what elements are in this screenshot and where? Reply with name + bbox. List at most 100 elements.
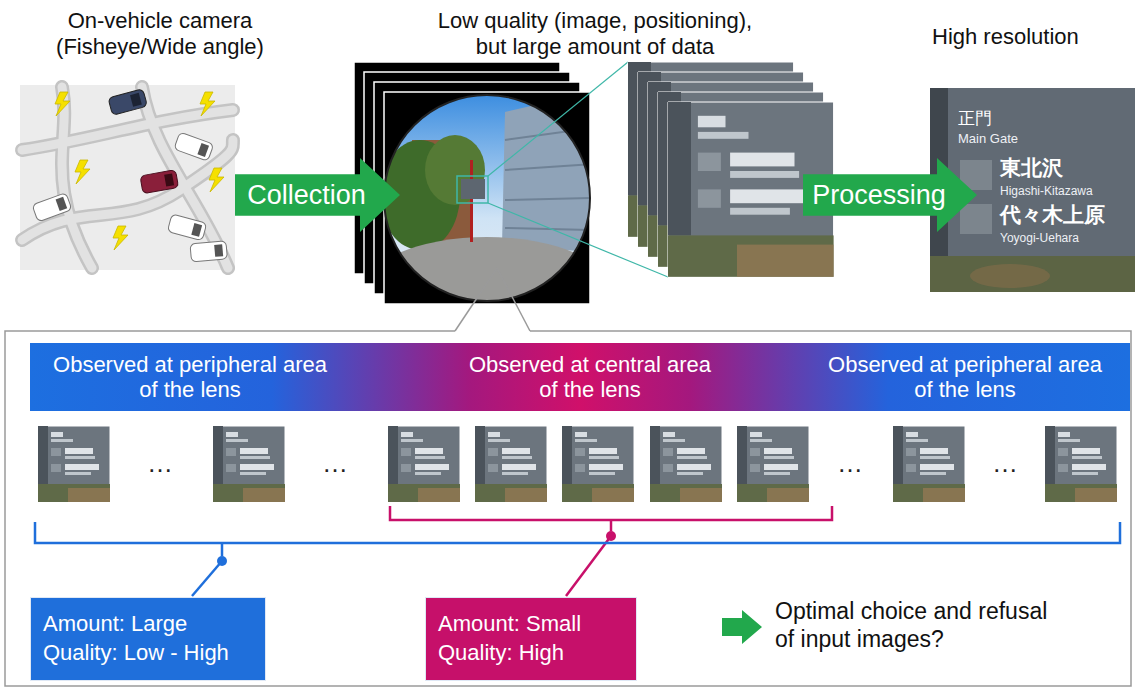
fisheye-image-stack — [461, 179, 485, 199]
high-resolution-sign — [930, 256, 1135, 292]
arrow-shape — [235, 158, 400, 232]
car-symbol — [32, 193, 72, 222]
fisheye-image-stack — [457, 176, 488, 203]
ellipsis: … — [322, 448, 348, 478]
signal-bolt — [75, 160, 90, 184]
road-map-illustration — [22, 87, 233, 268]
observed-thumbnails — [562, 426, 634, 502]
data-caption: Low quality (image, positioning), but la… — [438, 8, 752, 59]
car-symbol — [214, 244, 223, 257]
arrow-text: Processing — [812, 182, 946, 209]
road-map-illustration — [22, 87, 233, 268]
car-symbol — [167, 214, 206, 241]
car-symbol — [191, 223, 202, 237]
data-caption-holder: Low quality (image, positioning), but la… — [425, 8, 765, 61]
car-symbol — [108, 89, 147, 116]
box-text: Amount: Small — [438, 610, 581, 639]
observed-thumbnails — [38, 426, 1117, 502]
observed-thumbnails — [38, 426, 110, 502]
car-symbol — [164, 173, 174, 186]
fisheye-image-stack — [502, 92, 592, 252]
large-set-box: Amount: LargeQuality: Low - High — [30, 597, 266, 681]
all-bracket — [217, 556, 227, 566]
camera-caption: On-vehicle camera (Fisheye/Wide angle) — [56, 8, 264, 59]
arrow-text-holder: Processing — [803, 158, 955, 232]
fisheye-image-stack — [505, 198, 592, 200]
band-cell: Observed at peripheral area of the lens — [50, 343, 330, 411]
observed-thumbnails — [893, 426, 965, 502]
car-symbol — [130, 93, 142, 107]
fisheye-image-stack — [505, 128, 592, 230]
car-symbol — [108, 89, 147, 116]
central-bracket — [566, 536, 611, 596]
road-map-illustration — [62, 87, 92, 268]
car-symbol — [32, 193, 72, 222]
observed-thumbnails — [650, 426, 722, 502]
callout-panel — [5, 331, 1131, 686]
high-resolution-sign — [970, 264, 1050, 288]
fisheye-image-stack — [505, 164, 592, 170]
signal-bolt — [113, 226, 128, 250]
car-symbol — [190, 241, 227, 262]
question-note: Optimal choice and refusal of input imag… — [775, 598, 1047, 652]
road-map-illustration — [20, 85, 235, 270]
small-set-box: Amount: SmallQuality: High — [425, 597, 637, 681]
sign-text-holder: Yoyogi-Uehara — [1000, 231, 1079, 245]
all-bracket — [35, 522, 1120, 596]
signal-bolt — [209, 168, 224, 192]
ellipsis-holder: … — [138, 448, 182, 479]
callout-panel — [455, 268, 497, 331]
ellipsis-holder: … — [983, 448, 1027, 479]
observed-thumbnails — [475, 426, 547, 502]
ellipsis: … — [992, 448, 1018, 478]
central-bracket — [610, 520, 613, 531]
sign-text: 代々木上原 — [1000, 203, 1105, 227]
all-bracket — [221, 543, 224, 556]
sign-text-holder: 代々木上原 — [1000, 203, 1105, 228]
band-text: Observed at central area of the lens — [465, 352, 715, 403]
sign-text-holder: Higashi-Kitazawa — [1000, 184, 1093, 198]
car-symbol — [174, 132, 214, 161]
fisheye-image-stack — [488, 62, 628, 176]
sign-text-holder: 正門 — [958, 108, 992, 128]
ellipsis-holder: … — [313, 448, 357, 479]
box-text: Quality: High — [438, 639, 564, 668]
car-symbol — [174, 132, 214, 161]
road-map-illustration — [20, 85, 235, 270]
road-map-illustration — [62, 87, 92, 268]
fisheye-image-stack — [470, 160, 473, 242]
arrow-text-holder: Collection — [235, 158, 378, 232]
band-cell: Observed at central area of the lens — [465, 343, 715, 411]
band-text: Observed at peripheral area of the lens — [825, 352, 1105, 403]
central-bracket — [606, 531, 616, 541]
camera-caption-holder: On-vehicle camera (Fisheye/Wide angle) — [35, 8, 285, 61]
ellipsis: … — [147, 448, 173, 478]
sign-text: Main Gate — [958, 131, 1018, 146]
question-note-holder: Optimal choice and refusal of input imag… — [775, 598, 1060, 653]
result-caption: High resolution — [932, 24, 1079, 49]
fisheye-image-stack — [425, 135, 485, 205]
signal-bolt — [200, 92, 215, 116]
arrow-text: Collection — [247, 182, 366, 209]
collection-arrow: Collection — [235, 158, 400, 232]
sign-text-holder: 東北沢 — [1000, 156, 1063, 181]
signal-bolt — [55, 92, 70, 116]
fisheye-image-stack — [354, 62, 668, 347]
central-bracket — [390, 506, 832, 596]
car-symbol — [167, 214, 206, 241]
sign-text-holder: Main Gate — [958, 131, 1018, 147]
sign-text: 東北沢 — [1000, 156, 1063, 180]
car-symbol — [197, 143, 209, 157]
result-arrow — [722, 610, 762, 644]
ellipsis-holder: … — [828, 448, 872, 479]
ellipsis: … — [837, 448, 863, 478]
band-cell: Observed at peripheral area of the lens — [825, 343, 1105, 411]
sign-text: 正門 — [958, 108, 992, 128]
box-text: Amount: Large — [43, 610, 187, 639]
result-caption-holder: High resolution — [932, 24, 1079, 50]
fisheye-image-stack — [384, 95, 590, 301]
lens-area-band: Observed at peripheral area of the lens O… — [30, 343, 1130, 411]
fisheye-image-stack — [362, 92, 612, 347]
road-map-illustration — [22, 140, 233, 240]
road-map-illustration — [22, 140, 233, 240]
